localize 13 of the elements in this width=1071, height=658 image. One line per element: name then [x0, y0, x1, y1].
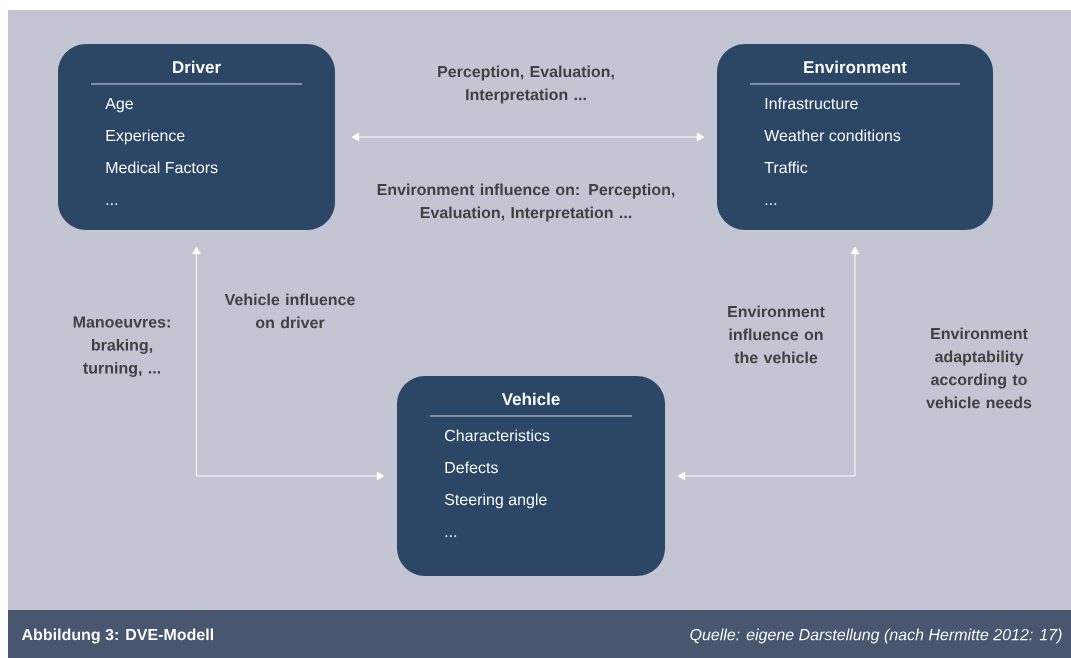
arrow [677, 246, 860, 481]
annotation-text: Perception, Evaluation, Interpretation ... [438, 65, 614, 104]
annotation-text: Environment influence on: Perception, Evaluation, Interpretation ... [377, 183, 675, 222]
source-note: Quelle: eigene Darstellung (nach Hermitte 2012: 17) [690, 628, 1062, 644]
annotation-text: Vehicle influence on driver [224, 293, 355, 329]
info-box: Vehicle Characteristics Defects Steering angle ... [397, 376, 665, 576]
arrow [351, 132, 705, 142]
annotation-text: Environment adaptability according to vehicle needs [926, 327, 1032, 409]
info-box: Driver Age Experience Medical Factors ... [58, 44, 335, 230]
annotation-text: Manoeuvres: braking, turning, ... [73, 316, 170, 377]
info-box: Environment Infrastructure Weather conditions Traffic ... [717, 44, 993, 230]
arrow [192, 246, 385, 481]
annotation-text: Environment influence on the vehicle [728, 305, 825, 364]
